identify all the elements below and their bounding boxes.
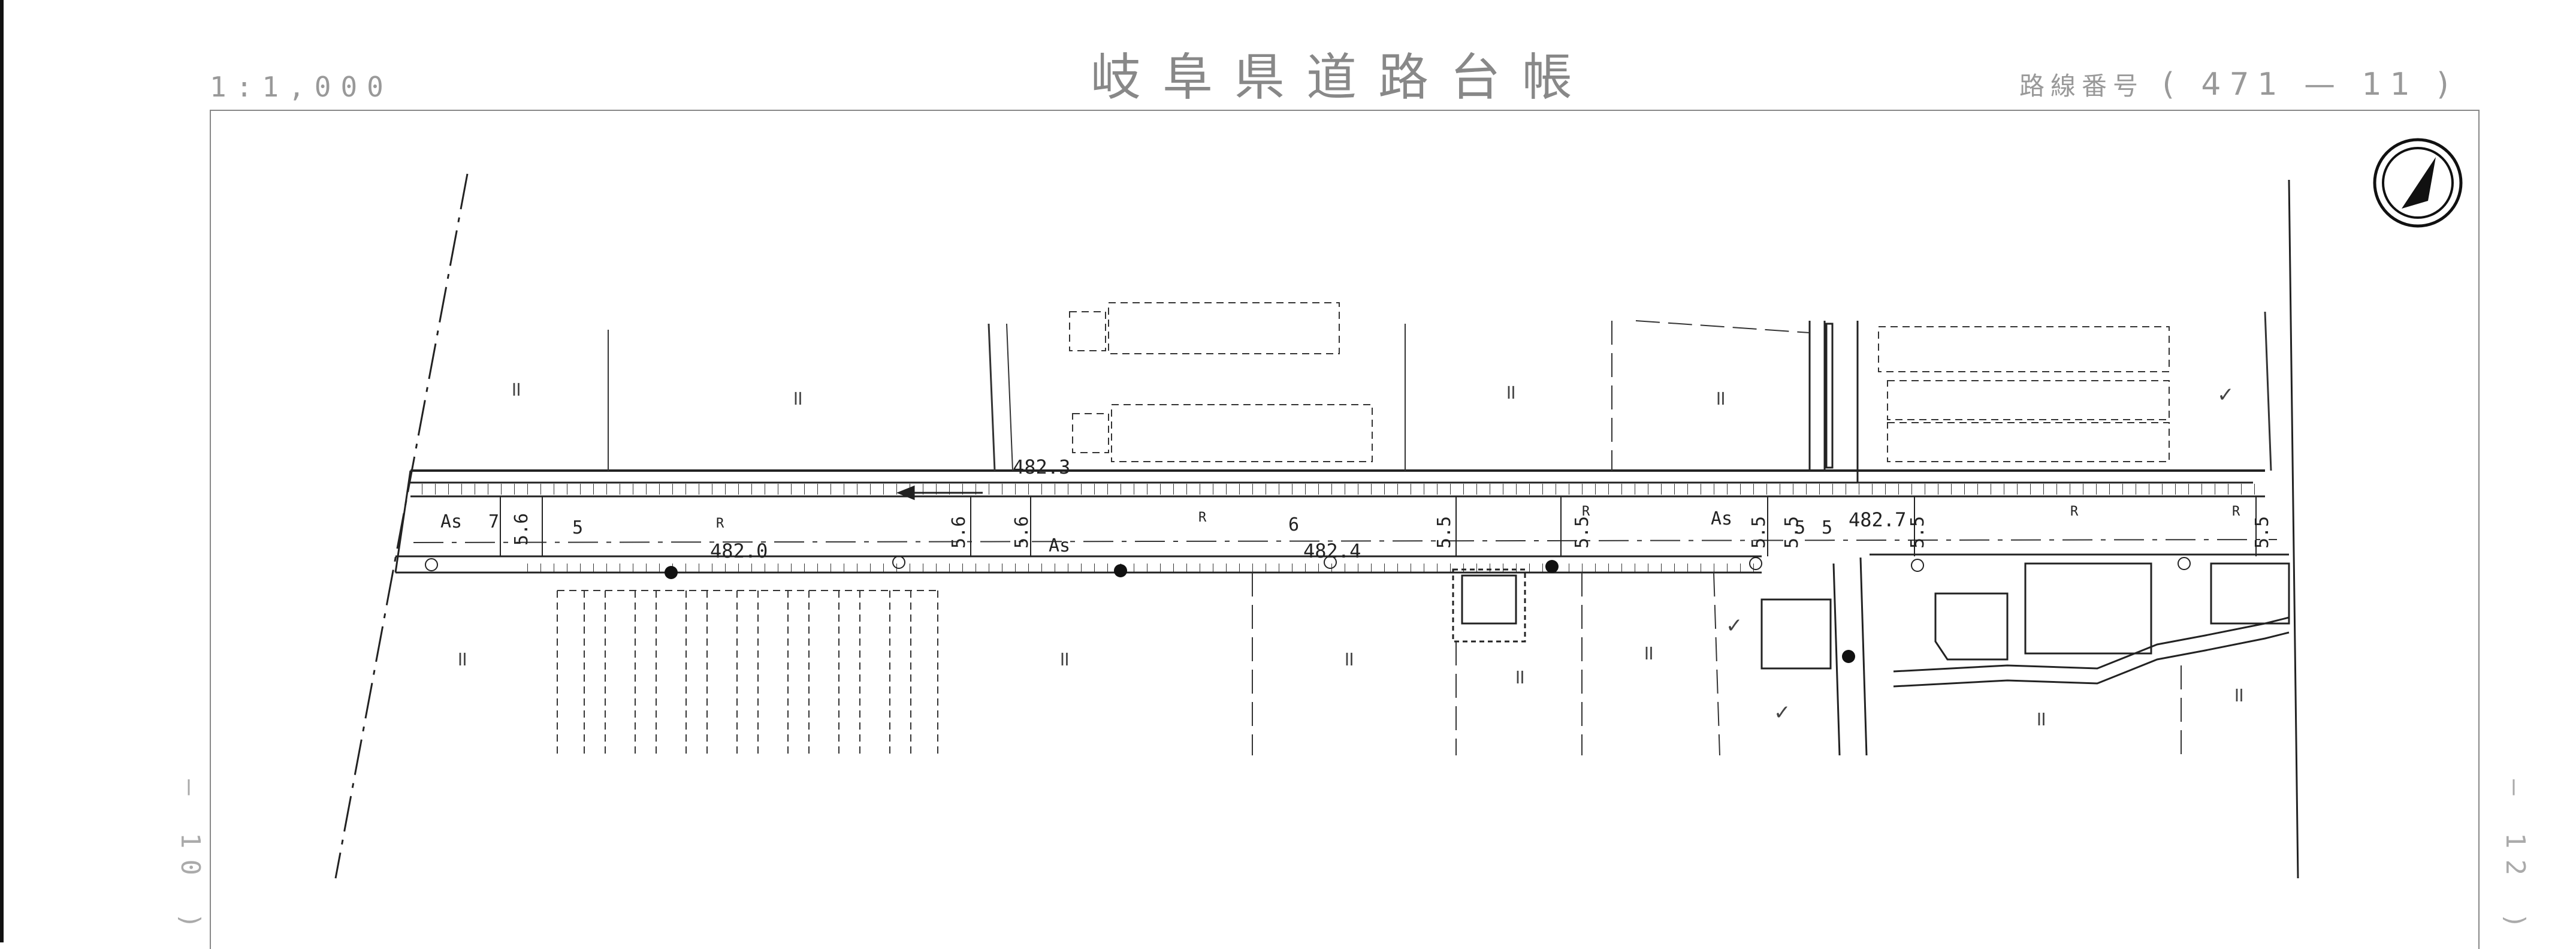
width-label-10: 5 <box>1795 517 1805 538</box>
surface-label-2: As <box>1049 535 1070 556</box>
width-label-13: 5.5 <box>1907 516 1928 549</box>
elevation-label-4: 482.7 <box>1849 508 1906 531</box>
land-use-residential-icon: ✓ <box>1726 614 1743 638</box>
parcel-lines-south <box>1252 572 2182 756</box>
width-label-7: 5.5 <box>1434 516 1455 549</box>
parcel-lines-north <box>608 311 2272 471</box>
width-label-9: 5.5 <box>1748 516 1769 549</box>
land-use-field-icon: ॥ <box>1058 647 1070 671</box>
route-number: 路線番号 ( 471 — 11 ) <box>2019 66 2457 103</box>
width-label-12: 5 <box>1822 517 1832 538</box>
land-use-field-icon: ॥ <box>1504 380 1516 404</box>
surface-label-1: As <box>440 511 462 532</box>
land-use-field-icon: ॥ <box>2232 683 2244 707</box>
centerline-label-5: R <box>2232 504 2240 519</box>
width-separators <box>500 496 2257 556</box>
direction-arrow <box>896 485 983 501</box>
north-arrow-icon <box>2373 138 2463 228</box>
road-centerline <box>413 539 2278 543</box>
centerline-label-4: R <box>2070 504 2079 519</box>
road-south-edge <box>395 553 2289 574</box>
land-use-field-icon: ॥ <box>1342 647 1354 671</box>
page-title: 岐阜県道路台帳 <box>1091 48 1594 107</box>
buildings <box>1452 562 2290 661</box>
width-label-5: 5.6 <box>1011 516 1032 549</box>
map-frame <box>210 110 2480 949</box>
centerline-label-2: R <box>1198 510 1207 525</box>
dashed-plots-south <box>557 590 938 758</box>
centerline-label-1: R <box>716 516 724 531</box>
land-use-field-icon: ॥ <box>791 386 803 410</box>
road-north-edge <box>410 469 2265 498</box>
width-label-8: 5.5 <box>1572 516 1593 549</box>
boundary-line-right <box>2288 179 2299 879</box>
elevation-label-3: 482.4 <box>1303 540 1361 562</box>
width-label-11: 5.5 <box>1781 516 1802 549</box>
elevation-label-1: 482.3 <box>1013 456 1070 478</box>
width-label-6: 6 <box>1288 514 1299 535</box>
centerline-label-3: R <box>1582 504 1590 519</box>
side-road-north <box>1808 321 1859 483</box>
land-use-residential-icon: ✓ <box>1774 701 1791 725</box>
land-use-field-icon: ॥ <box>1714 386 1726 410</box>
width-label-4: 5.6 <box>949 516 970 549</box>
land-use-field-icon: ॥ <box>1642 641 1654 665</box>
elevation-label-2: 482.0 <box>710 540 768 562</box>
utility-pole-icons <box>665 560 1855 663</box>
land-use-field-icon: ॥ <box>2034 707 2046 731</box>
width-label-2: 5.6 <box>511 513 532 546</box>
road-end-left <box>394 470 412 573</box>
width-label-14: 5.5 <box>2252 516 2273 549</box>
land-use-field-icon: ॥ <box>455 647 467 671</box>
land-use-residential-icon: ✓ <box>2217 383 2234 407</box>
map-scale: 1:1,000 <box>210 71 393 103</box>
adjacent-sheet-right: — 12 ) <box>2500 779 2530 939</box>
width-label-3: 5 <box>572 517 583 538</box>
adjacent-sheet-left: — 10 ) <box>175 779 206 939</box>
route-number-value: ( 471 — 11 ) <box>2162 67 2457 103</box>
width-label-1: 7 <box>488 511 499 532</box>
manhole-icons <box>425 556 2191 572</box>
land-use-field-icon: ॥ <box>1513 665 1525 689</box>
dashed-plots-north <box>1069 302 2170 462</box>
surface-label-3: As <box>1711 508 1732 529</box>
sheet-binding-edge <box>0 0 4 942</box>
route-number-label: 路線番号 <box>2019 71 2145 101</box>
land-use-field-icon: ॥ <box>509 377 521 401</box>
